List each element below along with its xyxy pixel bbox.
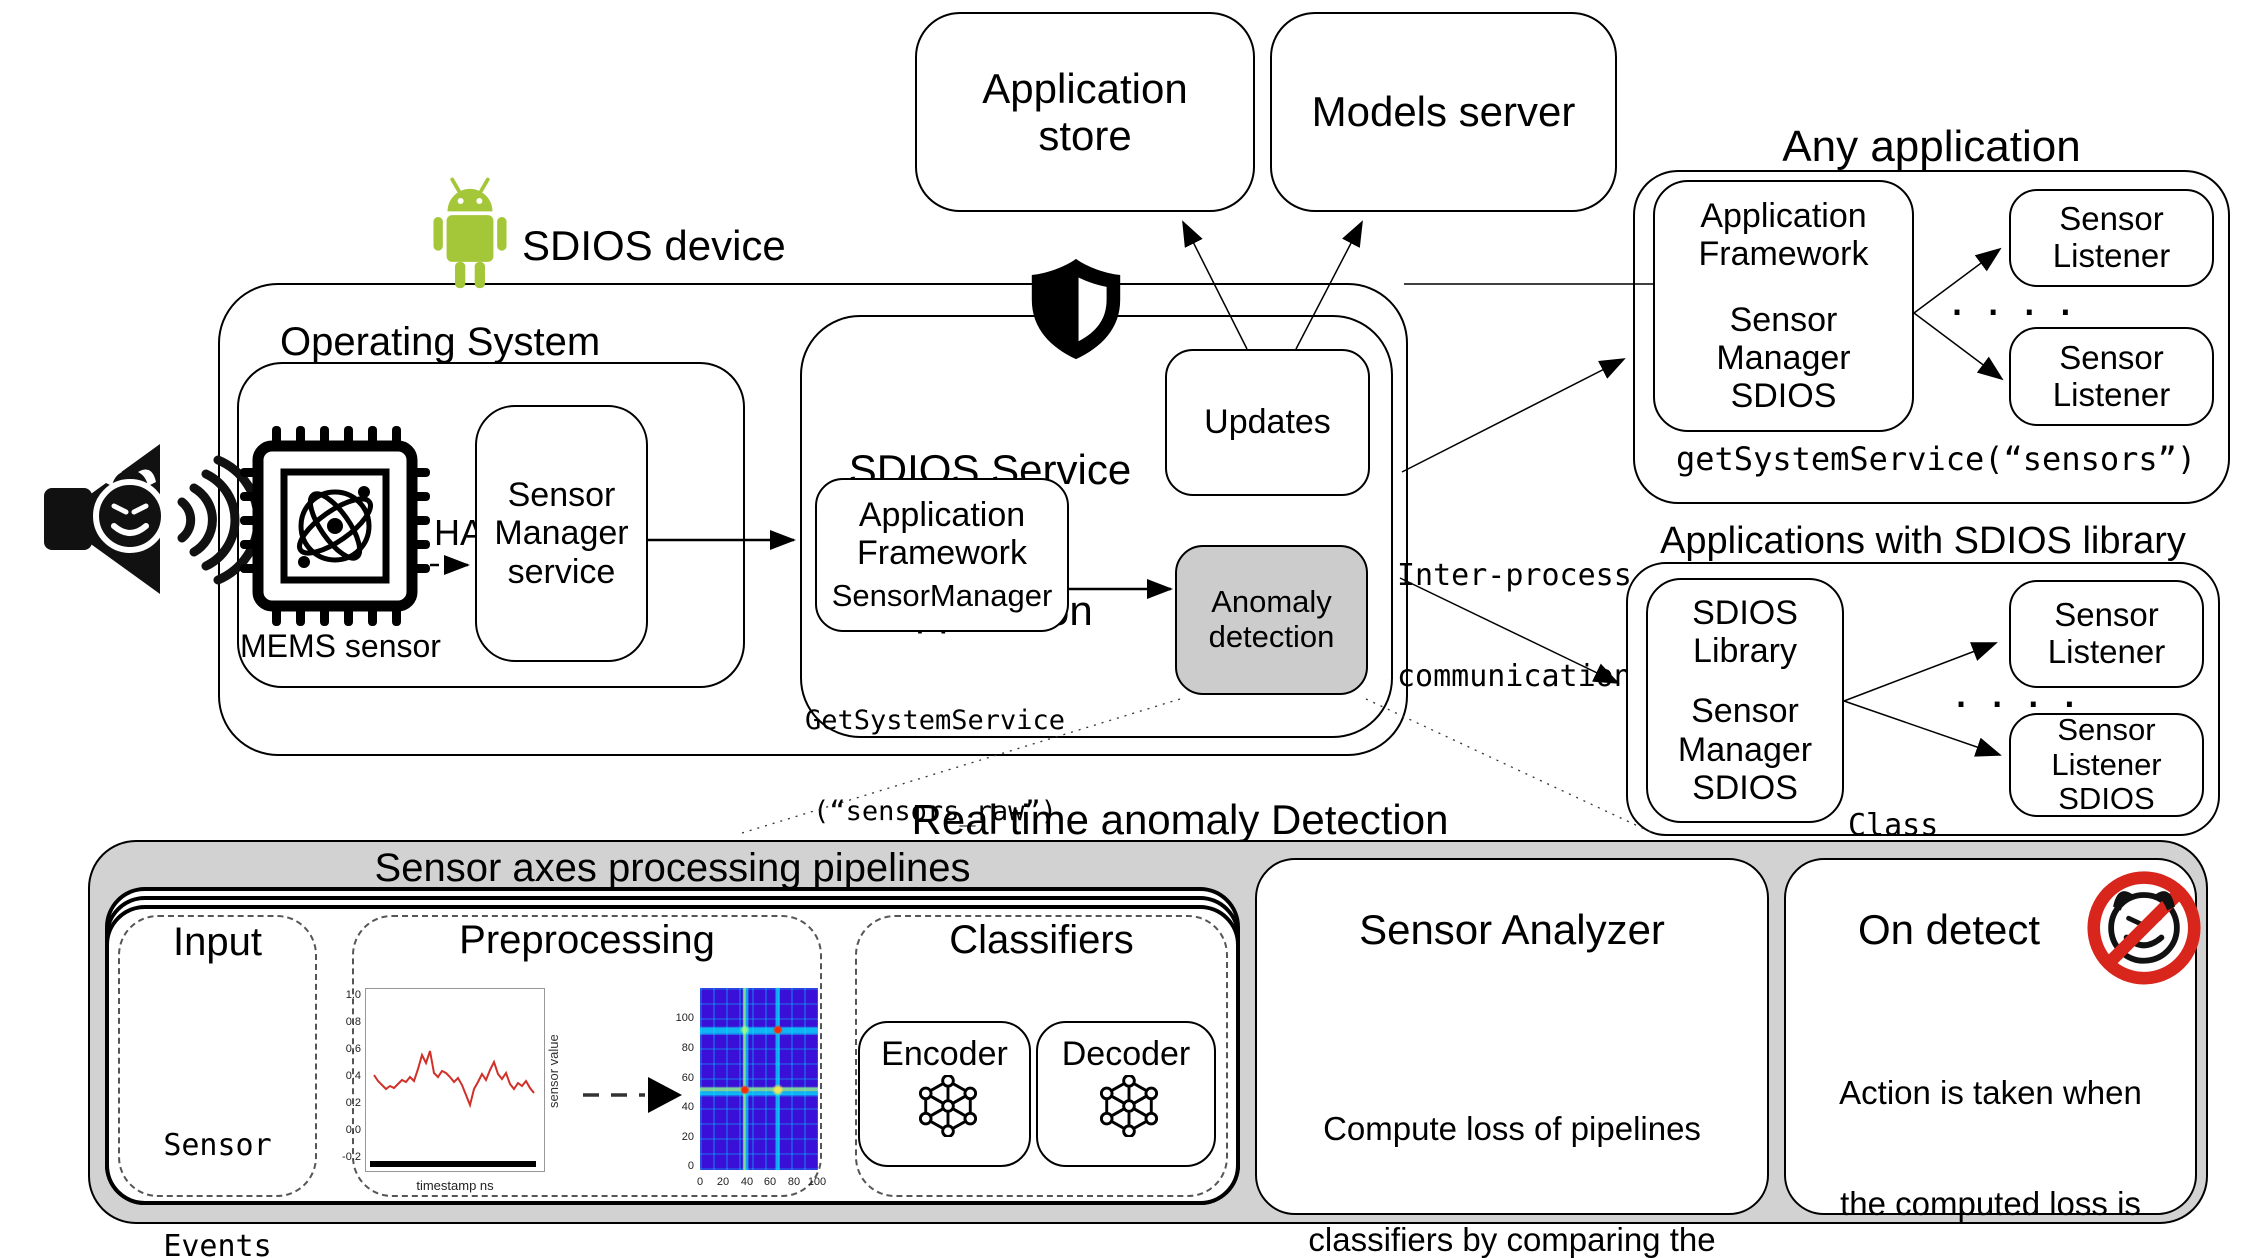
get-system-service-code: getSystemService(“sensors”): [1676, 440, 2197, 478]
any-app-framework-box: Application Framework Sensor Manager SDI…: [1653, 180, 1914, 432]
sensor-listener-box-1: Sensor Listener: [2009, 189, 2214, 287]
lib-sensor-listener-label-1: Sensor Listener: [2047, 596, 2166, 670]
sdios-device-label: SDIOS device: [522, 222, 786, 269]
preprocessing-title: Preprocessing: [459, 918, 715, 962]
heatmap-ytick: 20: [681, 1131, 694, 1143]
heatmap-xtick: 20: [716, 1176, 730, 1188]
chart-ylabel: sensor value: [546, 1034, 561, 1108]
decoder-label: Decoder: [1061, 1035, 1191, 1073]
any-app-dots: . . . .: [1948, 288, 2075, 323]
blocked-devil-icon: [2087, 871, 2201, 985]
encoder-label: Encoder: [881, 1035, 1008, 1073]
anomaly-detection-box: Anomaly detection: [1175, 545, 1368, 695]
sdios-library-box: SDIOS Library Sensor Manager SDIOS: [1646, 578, 1844, 823]
chart-xlabel: timestamp ns: [416, 1178, 494, 1193]
mems-sensor-label: MEMS sensor: [240, 628, 441, 664]
heatmap-ytick: 0: [687, 1160, 694, 1172]
any-application-title: Any application: [1782, 122, 2081, 171]
chart-ytick: 0.0: [345, 1124, 361, 1136]
heatmap-xtick: 60: [763, 1176, 777, 1188]
any-app-sensor-manager-label: Sensor Manager SDIOS: [1716, 300, 1851, 416]
models-server-box: Models server: [1270, 12, 1617, 212]
sdios-library-label: SDIOS Library: [1692, 594, 1798, 671]
lib-app-dots: . . . .: [1952, 680, 2079, 715]
arrow-ipc-to-any-app: [1401, 358, 1626, 473]
decoder-box: Decoder: [1036, 1021, 1216, 1167]
heatmap-ytick: 100: [675, 1012, 694, 1024]
lib-sensor-listener-box-1: Sensor Listener: [2009, 580, 2204, 688]
sensor-analyzer-box: [1255, 858, 1769, 1215]
inter-process-communication-label: Inter-process communication: [1397, 558, 1632, 694]
real-time-anomaly-detection-title: Real time anomaly Detection: [911, 796, 1449, 843]
heatmap-xtick: 0: [696, 1176, 704, 1188]
pipelines-title: Sensor axes processing pipelines: [374, 846, 971, 890]
mems-chip-icon: [240, 426, 430, 626]
sensor-events-collection-label: Sensor Events collection: [163, 1128, 272, 1258]
chart-ytick: 0.6: [345, 1043, 361, 1055]
chart-ytick: 0.4: [345, 1070, 361, 1082]
anomaly-detection-label: Anomaly detection: [1208, 584, 1335, 654]
preprocessing-section: [352, 915, 822, 1197]
application-store-label: Application store: [982, 64, 1188, 159]
neural-net-icon: [1099, 1075, 1159, 1137]
heatmap-xtick: 100: [807, 1176, 827, 1188]
sensor-manager-service-box: Sensor Manager service: [475, 405, 648, 662]
chart-ytick: 0.2: [345, 1097, 361, 1109]
classifiers-section: [855, 915, 1228, 1197]
sensor-analyzer-body: Compute loss of pipelines classifiers by…: [1308, 1110, 1716, 1258]
any-app-framework-label: Application Framework: [1698, 196, 1869, 273]
application-store-box: Application store: [915, 12, 1255, 212]
input-title: Input: [173, 920, 262, 964]
shield-icon: [1031, 258, 1121, 360]
on-detect-title: On detect: [1857, 906, 2041, 953]
sensor-listener-label-1: Sensor Listener: [2052, 200, 2171, 274]
apps-with-sdios-library-title: Applications with SDIOS library: [1660, 520, 2186, 562]
heatmap-ytick: 80: [681, 1042, 694, 1054]
chart-ytick: 0.8: [345, 1016, 361, 1028]
sensor-signal-line: [370, 1050, 536, 1167]
service-sensormanager-label: SensorManager: [831, 578, 1053, 614]
heatmap-ytick: 40: [681, 1101, 694, 1113]
service-app-framework-box: Application Framework SensorManager: [815, 478, 1069, 632]
on-detect-body: Action is taken when the computed loss i…: [1839, 1074, 2142, 1222]
sensor-analyzer-title: Sensor Analyzer: [1359, 906, 1665, 953]
classifiers-title: Classifiers: [949, 918, 1134, 962]
android-icon: [433, 177, 507, 289]
chart-ytick: -0.2: [342, 1151, 361, 1163]
neural-net-icon: [918, 1075, 978, 1137]
lib-sensor-listener-sdios-box: Sensor Listener SDIOS: [2009, 711, 2204, 817]
heatmap-xtick: 80: [787, 1176, 801, 1188]
heatmap-xtick: 40: [740, 1176, 754, 1188]
chart-ytick: 1.0: [345, 989, 361, 1001]
updates-box: Updates: [1165, 349, 1370, 496]
operating-system-label: Operating System: [280, 320, 601, 364]
models-server-label: Models server: [1311, 88, 1576, 135]
heatmap-ytick: 60: [681, 1072, 694, 1084]
sensor-listener-box-2: Sensor Listener: [2009, 327, 2214, 426]
recurrence-plot: [700, 988, 818, 1170]
sensor-listener-label-2: Sensor Listener: [2052, 338, 2171, 413]
lib-sensor-manager-label: Sensor Manager SDIOS: [1677, 692, 1813, 807]
sensor-manager-service-label: Sensor Manager service: [494, 476, 629, 591]
sensor-signal-chart: [365, 988, 545, 1172]
attacker-speaker-icon: [44, 444, 254, 594]
encoder-box: Encoder: [858, 1021, 1031, 1167]
updates-label: Updates: [1204, 403, 1331, 441]
lib-sensor-listener-sdios-label: Sensor Listener SDIOS: [2051, 711, 2162, 817]
input-section: [118, 915, 317, 1197]
service-app-framework-label: Application Framework: [856, 495, 1028, 572]
